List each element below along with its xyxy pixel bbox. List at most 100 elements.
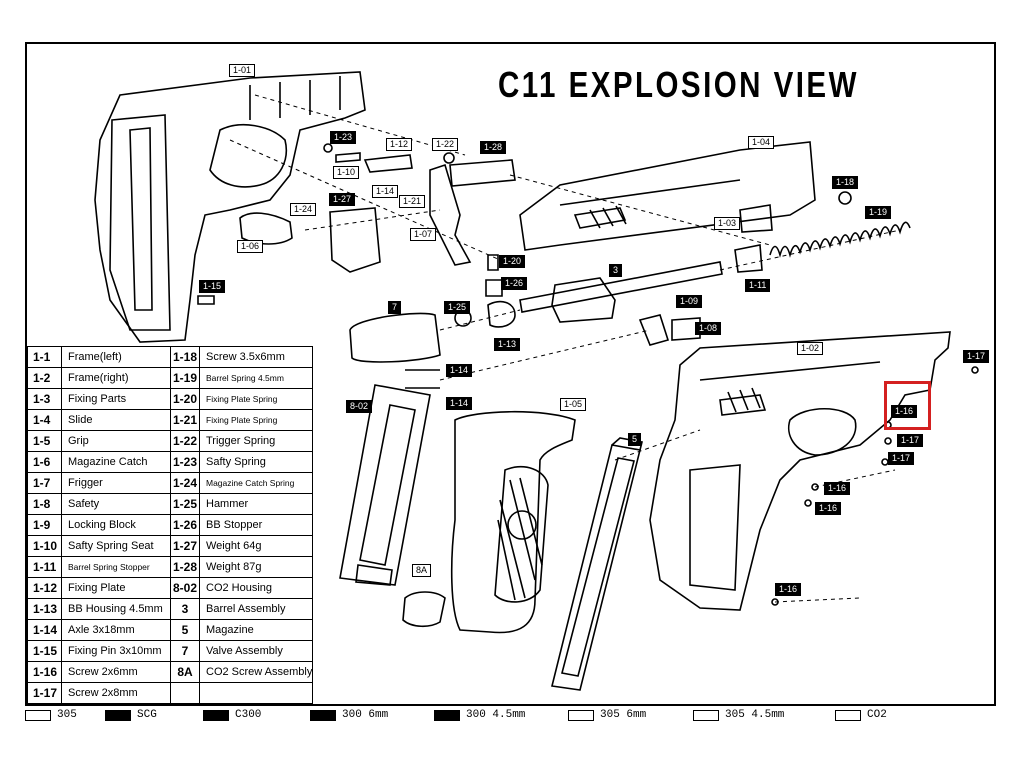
part-tag: 8-02 [346, 400, 373, 413]
part-tag: 1-14 [446, 364, 473, 377]
part-tag: 1-17 [888, 452, 915, 465]
drawing-frame [25, 42, 996, 706]
part-tag: 1-14 [372, 185, 399, 198]
legend-swatch [693, 709, 719, 721]
parts-cell-no: 1-11 [27, 556, 62, 578]
parts-cell-name: Safty Spring Seat [61, 535, 171, 557]
parts-cell-no2: 3 [170, 598, 200, 620]
part-tag: 1-08 [695, 322, 722, 335]
parts-cell-no: 1-7 [27, 472, 62, 494]
parts-cell-no2 [170, 682, 200, 704]
parts-cell-no2: 1-20 [170, 388, 200, 410]
parts-cell-name: Grip [61, 430, 171, 452]
parts-cell-name2: Hammer [198, 493, 314, 515]
parts-cell-name2: Safty Spring [198, 451, 314, 473]
parts-cell-no: 1-14 [27, 619, 62, 641]
grip-drawing [450, 410, 576, 634]
part-tag: 1-16 [891, 405, 918, 418]
parts-cell-no2: 1-21 [170, 409, 200, 431]
parts-cell-no2: 1-18 [170, 346, 200, 368]
parts-cell-no2: 1-26 [170, 514, 200, 536]
part-tag: 5 [628, 433, 642, 446]
legend-label: 305 4.5mm [725, 709, 785, 721]
parts-cell-name2: CO2 Housing [198, 577, 314, 599]
parts-cell-name: Locking Block [61, 514, 171, 536]
parts-cell-no: 1-10 [27, 535, 62, 557]
legend-item: C300 [203, 709, 261, 721]
parts-cell-name2: Magazine [198, 619, 314, 641]
legend-label: 300 4.5mm [466, 709, 526, 721]
part-tag: 1-21 [399, 195, 426, 208]
co2-housing-drawing [339, 384, 446, 628]
parts-cell-no: 1-16 [27, 661, 62, 683]
legend-swatch [25, 709, 51, 721]
parts-cell-name: Axle 3x18mm [61, 619, 171, 641]
legend-item: 305 [25, 709, 77, 721]
parts-cell-no: 1-13 [27, 598, 62, 620]
parts-cell-no: 1-8 [27, 493, 62, 515]
part-tag: 1-17 [963, 350, 990, 363]
parts-cell-name2: Barrel Spring 4.5mm [198, 367, 314, 389]
parts-cell-no2: 8-02 [170, 577, 200, 599]
legend-swatch [310, 709, 336, 721]
part-tag: 1-27 [329, 193, 356, 206]
part-tag: 1-15 [199, 280, 226, 293]
part-tag: 1-25 [444, 301, 471, 314]
magazine-drawing [551, 437, 643, 691]
part-tag: 1-23 [330, 131, 357, 144]
part-tag: 1-02 [797, 342, 824, 355]
parts-cell-name2: Fixing Plate Spring [198, 409, 314, 431]
parts-cell-no2: 1-23 [170, 451, 200, 473]
diagram-title: C11 EXPLOSION VIEW [498, 64, 859, 105]
parts-cell-name2: CO2 Screw Assembly [198, 661, 314, 683]
parts-cell-no: 1-3 [27, 388, 62, 410]
parts-cell-no: 1-4 [27, 409, 62, 431]
legend-label: SCG [137, 709, 157, 721]
small-parts-left [197, 143, 516, 305]
parts-cell-no: 1-15 [27, 640, 62, 662]
parts-cell-name2: Weight 87g [198, 556, 314, 578]
part-tag: 1-17 [897, 434, 924, 447]
part-tag: 1-01 [229, 64, 256, 77]
part-tag: 3 [609, 264, 623, 277]
parts-cell-name2: Barrel Assembly [198, 598, 314, 620]
part-tag: 1-16 [775, 583, 802, 596]
part-tag: 1-19 [865, 206, 892, 219]
parts-cell-no: 1-6 [27, 451, 62, 473]
parts-cell-no2: 8A [170, 661, 200, 683]
legend-label: CO2 [867, 709, 887, 721]
parts-cell-no: 1-9 [27, 514, 62, 536]
assembly-guide-lines [229, 94, 901, 603]
parts-cell-name2: Screw 3.5x6mm [198, 346, 314, 368]
parts-cell-name: Fixing Parts [61, 388, 171, 410]
part-tag: 1-18 [832, 176, 859, 189]
legend-swatch [835, 709, 861, 721]
parts-cell-no2: 1-25 [170, 493, 200, 515]
legend-label: 305 6mm [600, 709, 647, 721]
parts-cell-name2 [198, 682, 314, 704]
parts-cell-name2: Trigger Spring [198, 430, 314, 452]
parts-cell-name: Frigger [61, 472, 171, 494]
slide-drawing [519, 141, 816, 251]
legend-swatch [203, 709, 229, 721]
valve-assembly-drawing [349, 312, 701, 389]
parts-cell-name: Frame(right) [61, 367, 171, 389]
parts-cell-name: Slide [61, 409, 171, 431]
legend-label: C300 [235, 709, 262, 721]
legend-item: 305 4.5mm [693, 709, 784, 721]
part-tag: 1-24 [290, 203, 317, 216]
legend-item: 305 6mm [568, 709, 646, 721]
frame-left-drawing [94, 71, 366, 343]
part-tag: 1-10 [333, 166, 360, 179]
part-tag: 1-05 [560, 398, 587, 411]
